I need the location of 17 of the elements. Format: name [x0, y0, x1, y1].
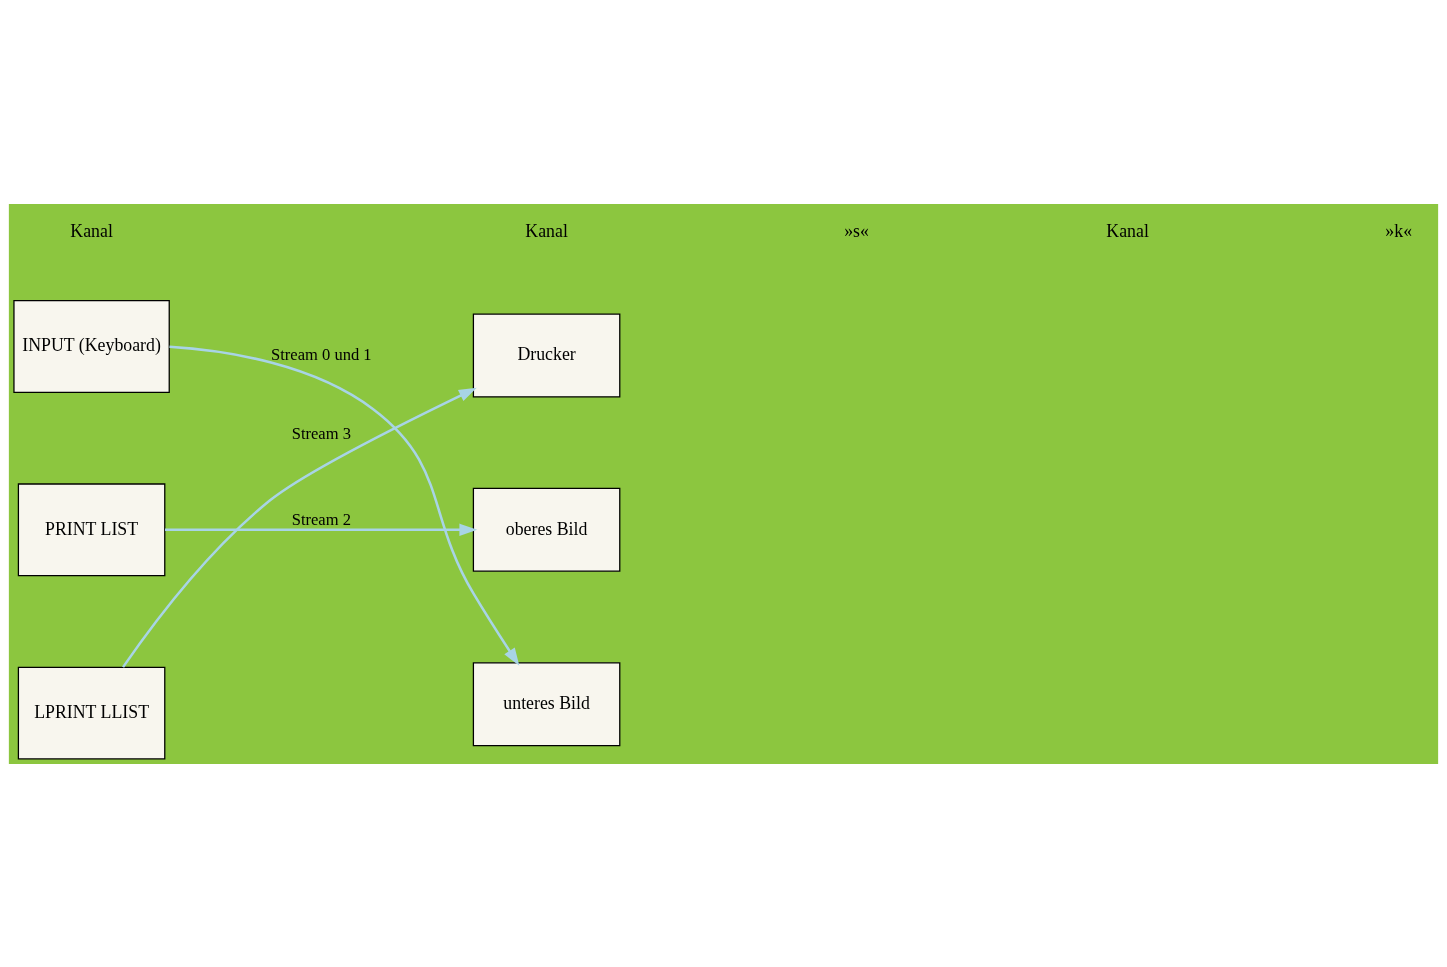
arrow	[122, 387, 477, 668]
label: Kanal	[525, 220, 568, 241]
label: Kanal	[1106, 220, 1149, 241]
node-box: oberes Bild	[472, 487, 621, 572]
edge-label: Stream 0 und 1	[271, 344, 372, 364]
label: Kanal	[70, 220, 113, 241]
node-box: Drucker	[472, 312, 621, 397]
label: »s«	[844, 220, 869, 241]
node-box: LPRINT LLIST	[17, 666, 166, 760]
node-box: PRINT LIST	[17, 482, 166, 576]
arrow	[165, 523, 478, 536]
label: »k«	[1385, 220, 1413, 241]
edge-label: Stream 3	[291, 423, 351, 443]
node-box: unteres Bild	[472, 661, 621, 746]
node-box: INPUT (Keyboard)	[13, 299, 170, 393]
arrow	[169, 345, 520, 666]
edge-label: Stream 2	[291, 509, 351, 529]
